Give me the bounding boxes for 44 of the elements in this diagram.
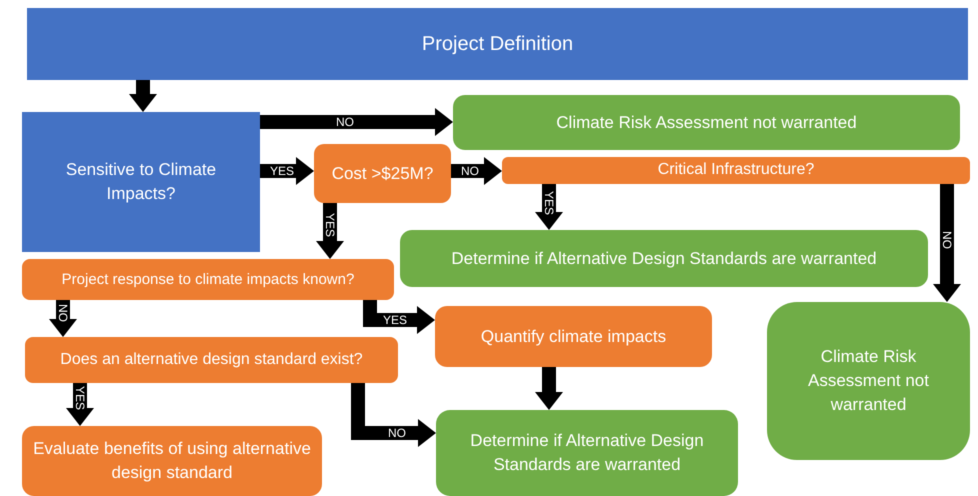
node-text: Sensitive to Climate Impacts? <box>64 159 218 205</box>
arrow <box>363 300 435 334</box>
edge-label: YES <box>381 313 410 327</box>
arrow <box>535 367 563 410</box>
node-text: Quantify climate impacts <box>480 326 666 348</box>
node-text: Project Definition <box>422 32 574 57</box>
decision-box <box>502 157 970 184</box>
edge-label: NO <box>56 302 70 324</box>
node-text: Determine if Alternative Design Standards are warranted <box>469 430 705 476</box>
node-text: Evaluate benefits of using alternative design standard <box>32 438 312 484</box>
arrow <box>933 184 961 302</box>
title-bar <box>27 8 968 80</box>
arrow <box>535 184 563 230</box>
decision-box <box>314 144 451 203</box>
edge-label: YES <box>268 164 296 178</box>
process-box <box>435 306 712 367</box>
arrow <box>66 383 94 426</box>
arrow <box>129 80 157 112</box>
node-text: Cost >$25M? <box>332 162 434 185</box>
arrow <box>451 157 502 185</box>
node-text: Determine if Alternative Design Standards are warranted <box>451 248 877 270</box>
arrow <box>260 108 453 136</box>
outcome-box <box>436 410 738 496</box>
edge-label: NO <box>459 164 481 178</box>
edge-label: NO <box>334 115 356 129</box>
node-text: Project response to climate impacts known? <box>62 270 354 290</box>
outcome-box <box>453 95 960 150</box>
edge-label: YES <box>73 384 87 412</box>
node-text: Climate Risk Assessment not warranted <box>807 346 930 416</box>
arrow <box>316 203 344 259</box>
edge-label: YES <box>542 189 556 217</box>
outcome-box <box>400 230 928 287</box>
node-text: Climate Risk Assessment not warranted <box>556 112 857 134</box>
node-text: Critical Infrastructure? <box>658 160 814 180</box>
edge-label: YES <box>323 211 337 239</box>
decision-box <box>22 112 260 252</box>
outcome-box <box>767 302 970 460</box>
process-box <box>22 426 322 496</box>
arrow <box>49 300 77 337</box>
decision-box <box>25 337 398 383</box>
node-text: Does an alternative design standard exist? <box>60 350 363 370</box>
decision-box <box>22 259 394 300</box>
edge-label: NO <box>940 229 954 251</box>
edge-label: NO <box>386 426 408 440</box>
